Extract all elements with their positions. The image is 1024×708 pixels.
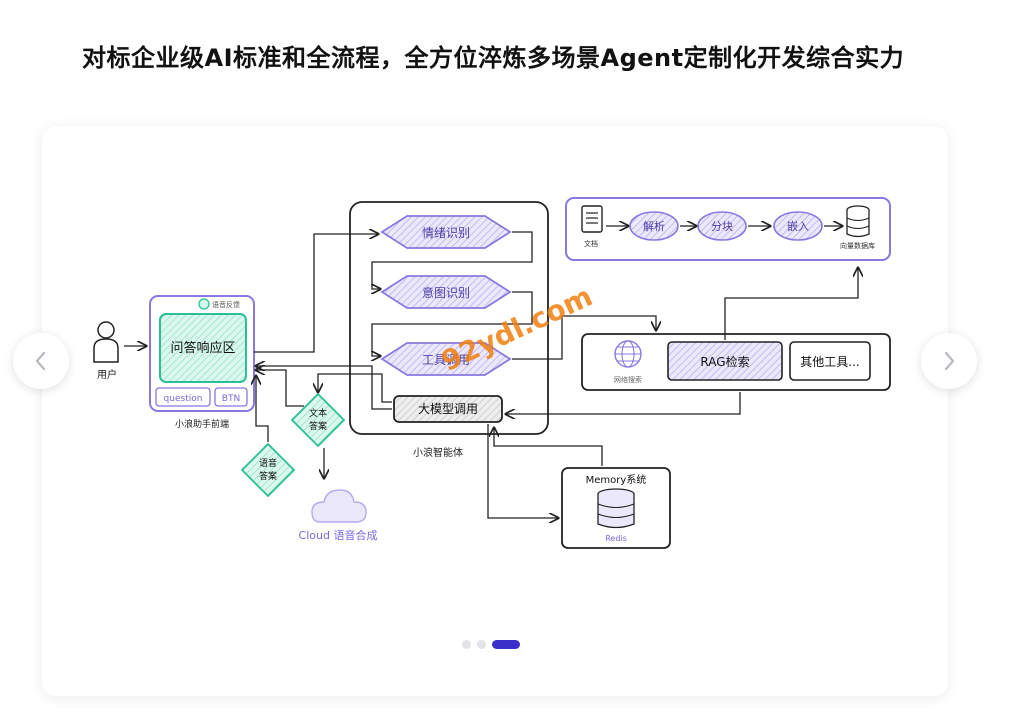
embed-node [773,211,823,241]
llm-call-label: 大模型调用 [418,402,478,416]
redis-db-icon [597,488,635,529]
voice-answer-line1: 语音 [259,457,277,469]
carousel-dot-2[interactable] [477,640,486,649]
frontend-caption: 小浪助手前端 [175,418,229,430]
parse-label: 解析 [643,219,665,233]
carousel-prev-button[interactable] [13,333,69,389]
emotion-label: 情绪识别 [422,226,470,240]
response-area-label: 问答响应区 [170,340,235,356]
other-tools-node [789,341,871,381]
cloud-icon [311,489,367,523]
rag-pipeline-box: 文档 解析 分块 嵌入 向量数据库 [565,197,891,261]
voice-answer-node: 语音 答案 [240,442,296,498]
embed-label: 嵌入 [787,220,809,233]
redis-label: Redis [605,534,627,543]
chunk-node [697,211,747,241]
parse-node [629,211,679,241]
btn-button[interactable]: BTN [222,394,240,404]
agent-caption: 小浪智能体 [413,446,463,459]
chevron-left-icon [35,351,46,371]
user-label: 用户 [97,368,117,381]
question-button[interactable]: question [164,394,203,404]
tool-call-node [380,342,512,376]
page-title: 对标企业级AI标准和全流程，全方位淬炼多场景Agent定制化开发综合实力 [82,44,905,72]
globe-icon [614,340,642,368]
chevron-right-icon [944,351,955,371]
chunk-label: 分块 [711,220,733,233]
emotion-node [380,215,512,249]
carousel-dot-3[interactable] [492,640,520,649]
tool-call-label: 工具调用 [422,353,470,367]
memory-title: Memory系统 [586,473,647,486]
agent-box: 情绪识别 意图识别 工具调用 大模型调用 小浪智能体 [349,201,549,459]
vector-db-icon [846,205,870,238]
architecture-diagram: 用户 语音反馈 问答响应区 question BTN 小浪助手前端 情绪识别 意… [93,197,891,549]
carousel-next-button[interactable] [921,333,977,389]
frontend-box: 语音反馈 问答响应区 question BTN 小浪助手前端 [149,295,255,430]
rag-node [667,341,783,381]
document-icon [581,205,603,233]
user-icon [93,321,119,363]
other-tools-label: 其他工具... [800,355,859,369]
text-answer-line1: 文本 [309,407,327,419]
voice-answer-line2: 答案 [259,470,277,482]
user-node: 用户 [93,321,119,381]
rag-label: RAG检索 [700,354,749,369]
voice-feedback-label: 语音反馈 [212,300,240,309]
carousel-pagination [462,640,520,649]
carousel-card: 用户 语音反馈 问答响应区 question BTN 小浪助手前端 情绪识别 意… [42,126,948,696]
llm-call-node [393,395,503,423]
text-answer-node: 文本 答案 [290,392,346,448]
intent-node [380,275,512,309]
doc-label: 文档 [584,239,598,248]
carousel-dot-1[interactable] [462,640,471,649]
vector-db-label: 向量数据库 [840,241,875,250]
voice-feedback-icon [198,298,210,310]
cloud-tts-label: Cloud 语音合成 [299,528,378,542]
text-answer-line2: 答案 [309,420,327,432]
memory-box: Memory系统 Redis [561,467,671,549]
tools-box: 网络搜索 RAG检索 其他工具... [581,333,891,391]
intent-label: 意图识别 [422,285,470,300]
web-search-label: 网络搜索 [614,375,642,384]
